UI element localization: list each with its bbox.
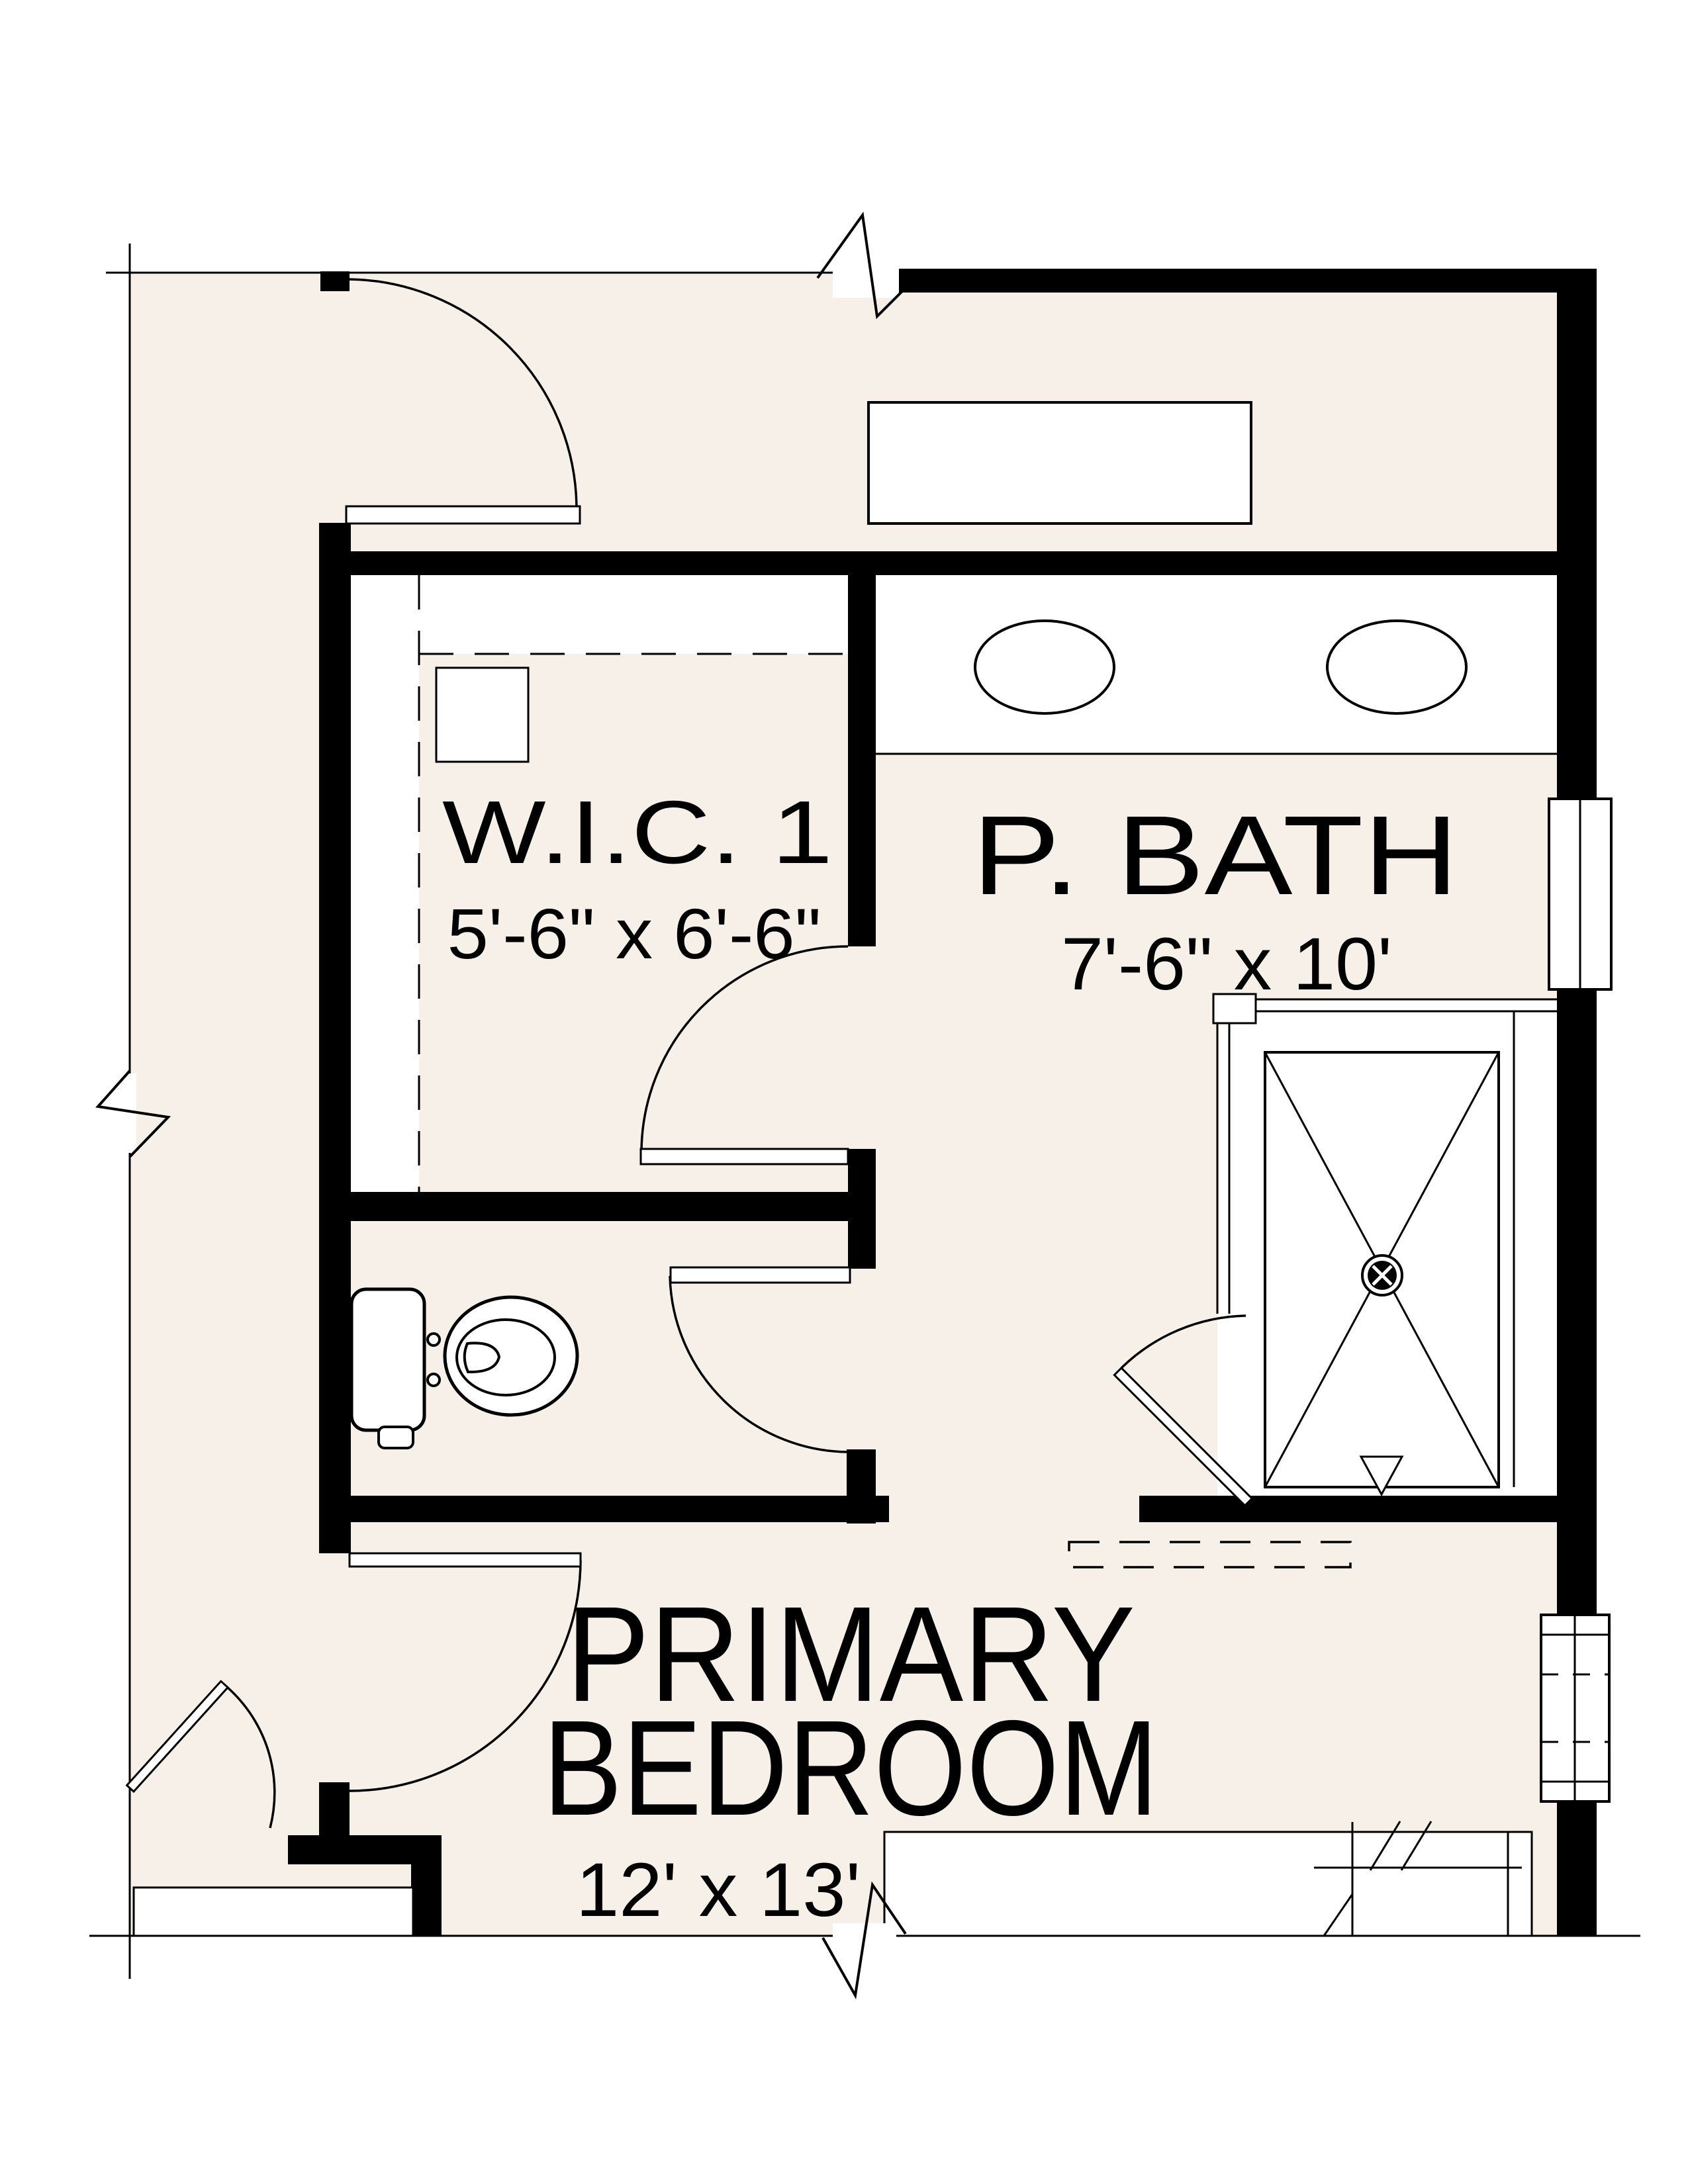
wic-corner-shelf — [435, 666, 530, 763]
bed-fold-mark-2 — [1400, 1821, 1432, 1871]
bed-fold-mark-3 — [1323, 1893, 1354, 1936]
bedroom-dims: 12' x 13' — [576, 1848, 861, 1933]
bedroom-label-line2: BEDROOM — [543, 1692, 1158, 1844]
bedroom-west-door-swing-arc — [349, 1559, 582, 1792]
toilet-flush-tab — [377, 1426, 414, 1449]
toilet-tank — [350, 1287, 426, 1432]
bath-room-label: P. BATH — [972, 793, 1459, 919]
break-symbol-top-wall — [816, 211, 921, 320]
wall-top — [849, 269, 1597, 293]
linen-cabinet — [867, 401, 1252, 525]
break-symbol-left-line — [95, 1069, 171, 1158]
wic-shelf-band-left — [351, 575, 419, 1192]
wall-left-lower — [319, 1782, 350, 1835]
entry-door-leaf — [125, 1680, 230, 1794]
door-jamb-top-left — [320, 271, 350, 291]
entry-door-swing-arc — [226, 1686, 276, 1829]
wall-wic-right-lower — [848, 1149, 876, 1269]
toilet-door-leaf — [669, 1266, 851, 1284]
wall-wic-right-upper — [848, 551, 876, 946]
wic-door-leaf — [639, 1148, 849, 1165]
sink-left — [974, 619, 1115, 715]
window-bottom-left — [132, 1886, 414, 1937]
toilet-flush-valve — [463, 1342, 501, 1374]
shower-drain-x2 — [1372, 1265, 1393, 1286]
sink-right — [1326, 619, 1468, 715]
break-symbol-bottom-line — [821, 1881, 907, 2000]
toilet-door-swing-arc — [669, 1275, 851, 1453]
shower-door-swing-arc — [1120, 1314, 1246, 1369]
wall-hall-vanity — [319, 551, 1557, 575]
shower-jamb-block — [1212, 993, 1257, 1024]
wall-wic-toilet-divider — [346, 1192, 849, 1221]
toilet-hinge-bolt-top — [426, 1332, 441, 1347]
toilet-hinge-bolt-bottom — [426, 1373, 441, 1387]
wall-toilet-south — [319, 1496, 889, 1522]
bed — [883, 1821, 1533, 1937]
wic-shelf-band-top — [351, 575, 848, 654]
wic-room-dims: 5'-6" x 6'-6" — [447, 893, 821, 974]
window-bath-right — [1548, 797, 1613, 991]
wall-left — [319, 523, 351, 1553]
wic-room-label: W.I.C. 1 — [442, 782, 833, 882]
shower-slope-triangle — [1359, 1455, 1404, 1497]
wall-step-vertical — [411, 1864, 442, 1936]
wall-bath-south — [1139, 1496, 1597, 1522]
toilet-bowl-inner — [455, 1318, 556, 1396]
shower-door-leaf — [1113, 1366, 1254, 1508]
hall-door-swing-arc — [349, 278, 578, 510]
wall-step-horizontal — [288, 1835, 442, 1864]
bed-fold-mark-1 — [1369, 1821, 1401, 1871]
bath-room-dims: 7'-6" x 10' — [1061, 923, 1392, 1005]
wic-door-swing-arc — [640, 945, 849, 1154]
window-bedroom-right — [1540, 1614, 1611, 1803]
bedroom-label-line1: PRIMARY — [566, 1578, 1135, 1730]
hall-door-leaf — [345, 505, 581, 525]
bedroom-west-door-leaf — [348, 1552, 582, 1568]
